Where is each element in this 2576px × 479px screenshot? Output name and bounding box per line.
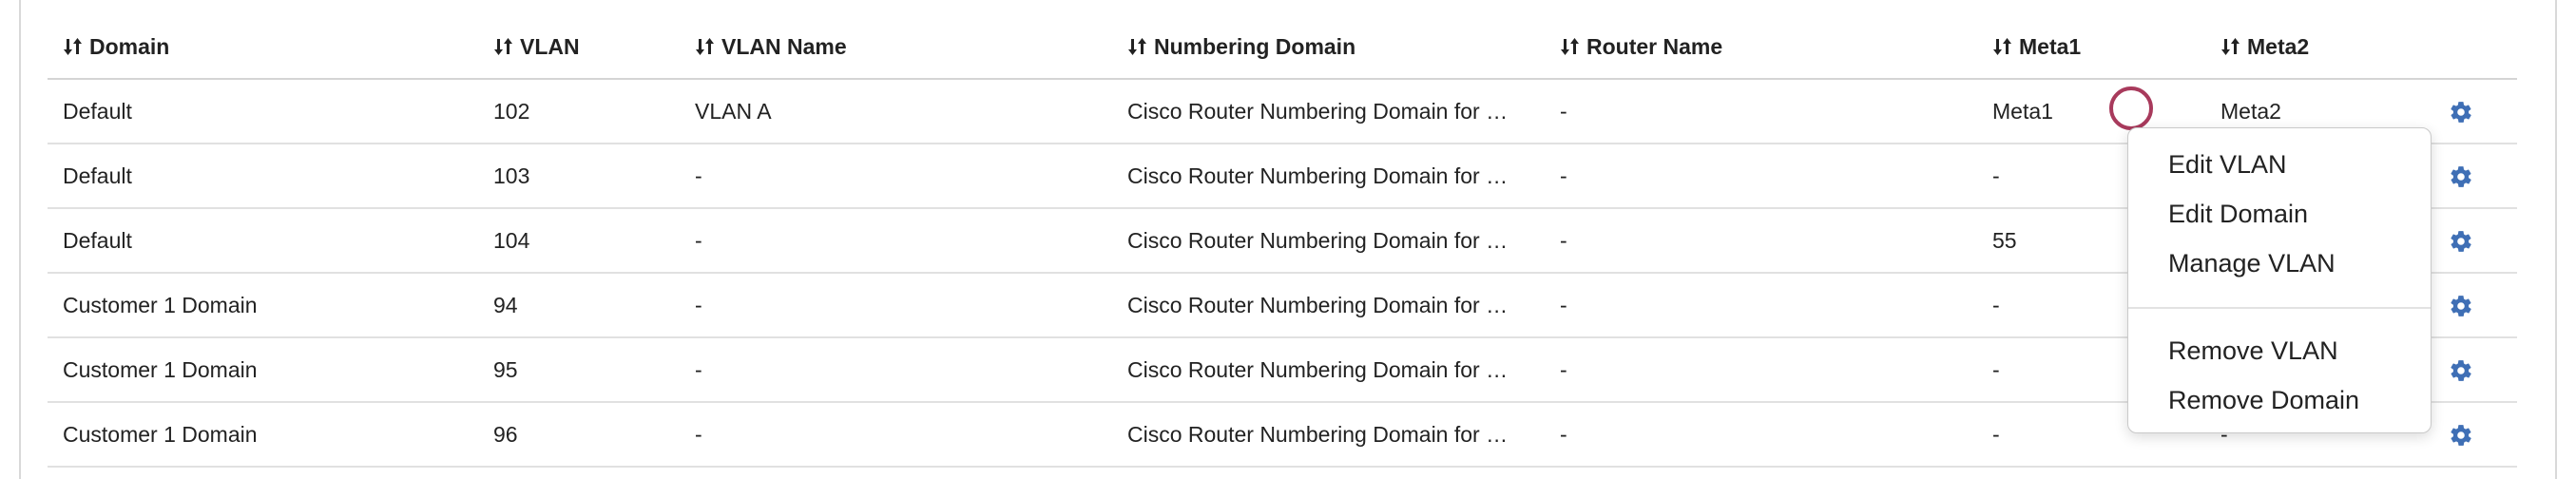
sort-arrows-icon[interactable] <box>493 36 514 57</box>
cell-domain: Default <box>48 79 478 144</box>
cell-domain: Default <box>48 144 478 209</box>
column-header-label: Meta1 <box>2019 33 2082 59</box>
cell-router-name: - <box>1545 144 1977 209</box>
cell-router-name: - <box>1545 79 1977 144</box>
sort-arrows-icon[interactable] <box>1560 36 1581 57</box>
cell-actions <box>2433 337 2517 403</box>
sort-arrows-icon[interactable] <box>695 36 716 57</box>
cell-domain: Customer 1 Domain <box>48 402 478 468</box>
menu-item-remove-vlan[interactable]: Remove VLAN <box>2168 336 2338 365</box>
sort-arrows-icon[interactable] <box>1127 36 1148 57</box>
cell-vlan: 96 <box>478 402 680 468</box>
gear-icon[interactable] <box>2449 294 2473 318</box>
menu-item-edit-domain[interactable]: Edit Domain <box>2168 200 2309 228</box>
cell-numbering-domain: Cisco Router Numbering Domain for … <box>1112 273 1545 338</box>
menu-divider <box>2128 307 2431 309</box>
cell-router-name: - <box>1545 273 1977 338</box>
cell-router-name: - <box>1545 337 1977 403</box>
cell-router-name: - <box>1545 402 1977 468</box>
cell-actions <box>2433 144 2517 209</box>
cell-domain: Default <box>48 208 478 274</box>
cell-actions <box>2433 402 2517 468</box>
table-header-row: Domain VLAN VLAN Name Numbering Domain Route… <box>48 15 2517 80</box>
cell-actions <box>2433 208 2517 274</box>
gear-icon[interactable] <box>2449 229 2473 254</box>
column-header-meta2[interactable]: Meta2 <box>2205 15 2433 80</box>
cursor-indicator <box>2109 86 2153 130</box>
cell-numbering-domain: Cisco Router Numbering Domain for … <box>1112 208 1545 274</box>
gear-icon[interactable] <box>2449 423 2473 448</box>
column-header-label: Numbering Domain <box>1154 33 1356 59</box>
left-border <box>19 0 21 479</box>
cell-actions <box>2433 79 2517 144</box>
sort-arrows-icon[interactable] <box>2220 36 2241 57</box>
column-header-router-name[interactable]: Router Name <box>1545 15 1977 80</box>
column-header-domain[interactable]: Domain <box>48 15 478 80</box>
cell-vlan: 94 <box>478 273 680 338</box>
menu-item-remove-domain[interactable]: Remove Domain <box>2168 386 2360 414</box>
cell-vlan-name: - <box>680 208 1112 274</box>
cell-numbering-domain: Cisco Router Numbering Domain for … <box>1112 337 1545 403</box>
cell-vlan-name: - <box>680 273 1112 338</box>
cell-router-name: - <box>1545 208 1977 274</box>
sort-arrows-icon[interactable] <box>63 36 84 57</box>
actions-context-menu: Edit VLAN Edit Domain Manage VLAN Remove… <box>2127 127 2432 433</box>
gear-icon[interactable] <box>2449 164 2473 189</box>
cell-numbering-domain: Cisco Router Numbering Domain for … <box>1112 144 1545 209</box>
column-header-label: Router Name <box>1586 33 1723 59</box>
column-header-label: VLAN Name <box>721 33 847 59</box>
cell-vlan: 103 <box>478 144 680 209</box>
column-header-label: Domain <box>89 33 170 59</box>
column-header-label: VLAN <box>520 33 580 59</box>
gear-icon[interactable] <box>2449 358 2473 383</box>
column-header-numbering-domain[interactable]: Numbering Domain <box>1112 15 1545 80</box>
cell-domain: Customer 1 Domain <box>48 337 478 403</box>
cell-numbering-domain: Cisco Router Numbering Domain for … <box>1112 79 1545 144</box>
cell-vlan: 95 <box>478 337 680 403</box>
cell-vlan-name: - <box>680 402 1112 468</box>
cell-vlan: 104 <box>478 208 680 274</box>
cell-numbering-domain: Cisco Router Numbering Domain for … <box>1112 402 1545 468</box>
cell-actions <box>2433 273 2517 338</box>
cell-vlan-name: - <box>680 337 1112 403</box>
right-border <box>2555 0 2557 479</box>
column-header-vlan[interactable]: VLAN <box>478 15 680 80</box>
column-header-label: Meta2 <box>2247 33 2310 59</box>
sort-arrows-icon[interactable] <box>1992 36 2013 57</box>
cell-vlan-name: - <box>680 144 1112 209</box>
cell-vlan-name: VLAN A <box>680 79 1112 144</box>
gear-icon[interactable] <box>2449 100 2473 125</box>
menu-item-manage-vlan[interactable]: Manage VLAN <box>2168 249 2336 278</box>
column-header-vlan-name[interactable]: VLAN Name <box>680 15 1112 80</box>
cell-domain: Customer 1 Domain <box>48 273 478 338</box>
menu-item-edit-vlan[interactable]: Edit VLAN <box>2168 150 2287 179</box>
column-header-meta1[interactable]: Meta1 <box>1977 15 2205 80</box>
column-header-actions <box>2433 15 2517 80</box>
cell-vlan: 102 <box>478 79 680 144</box>
